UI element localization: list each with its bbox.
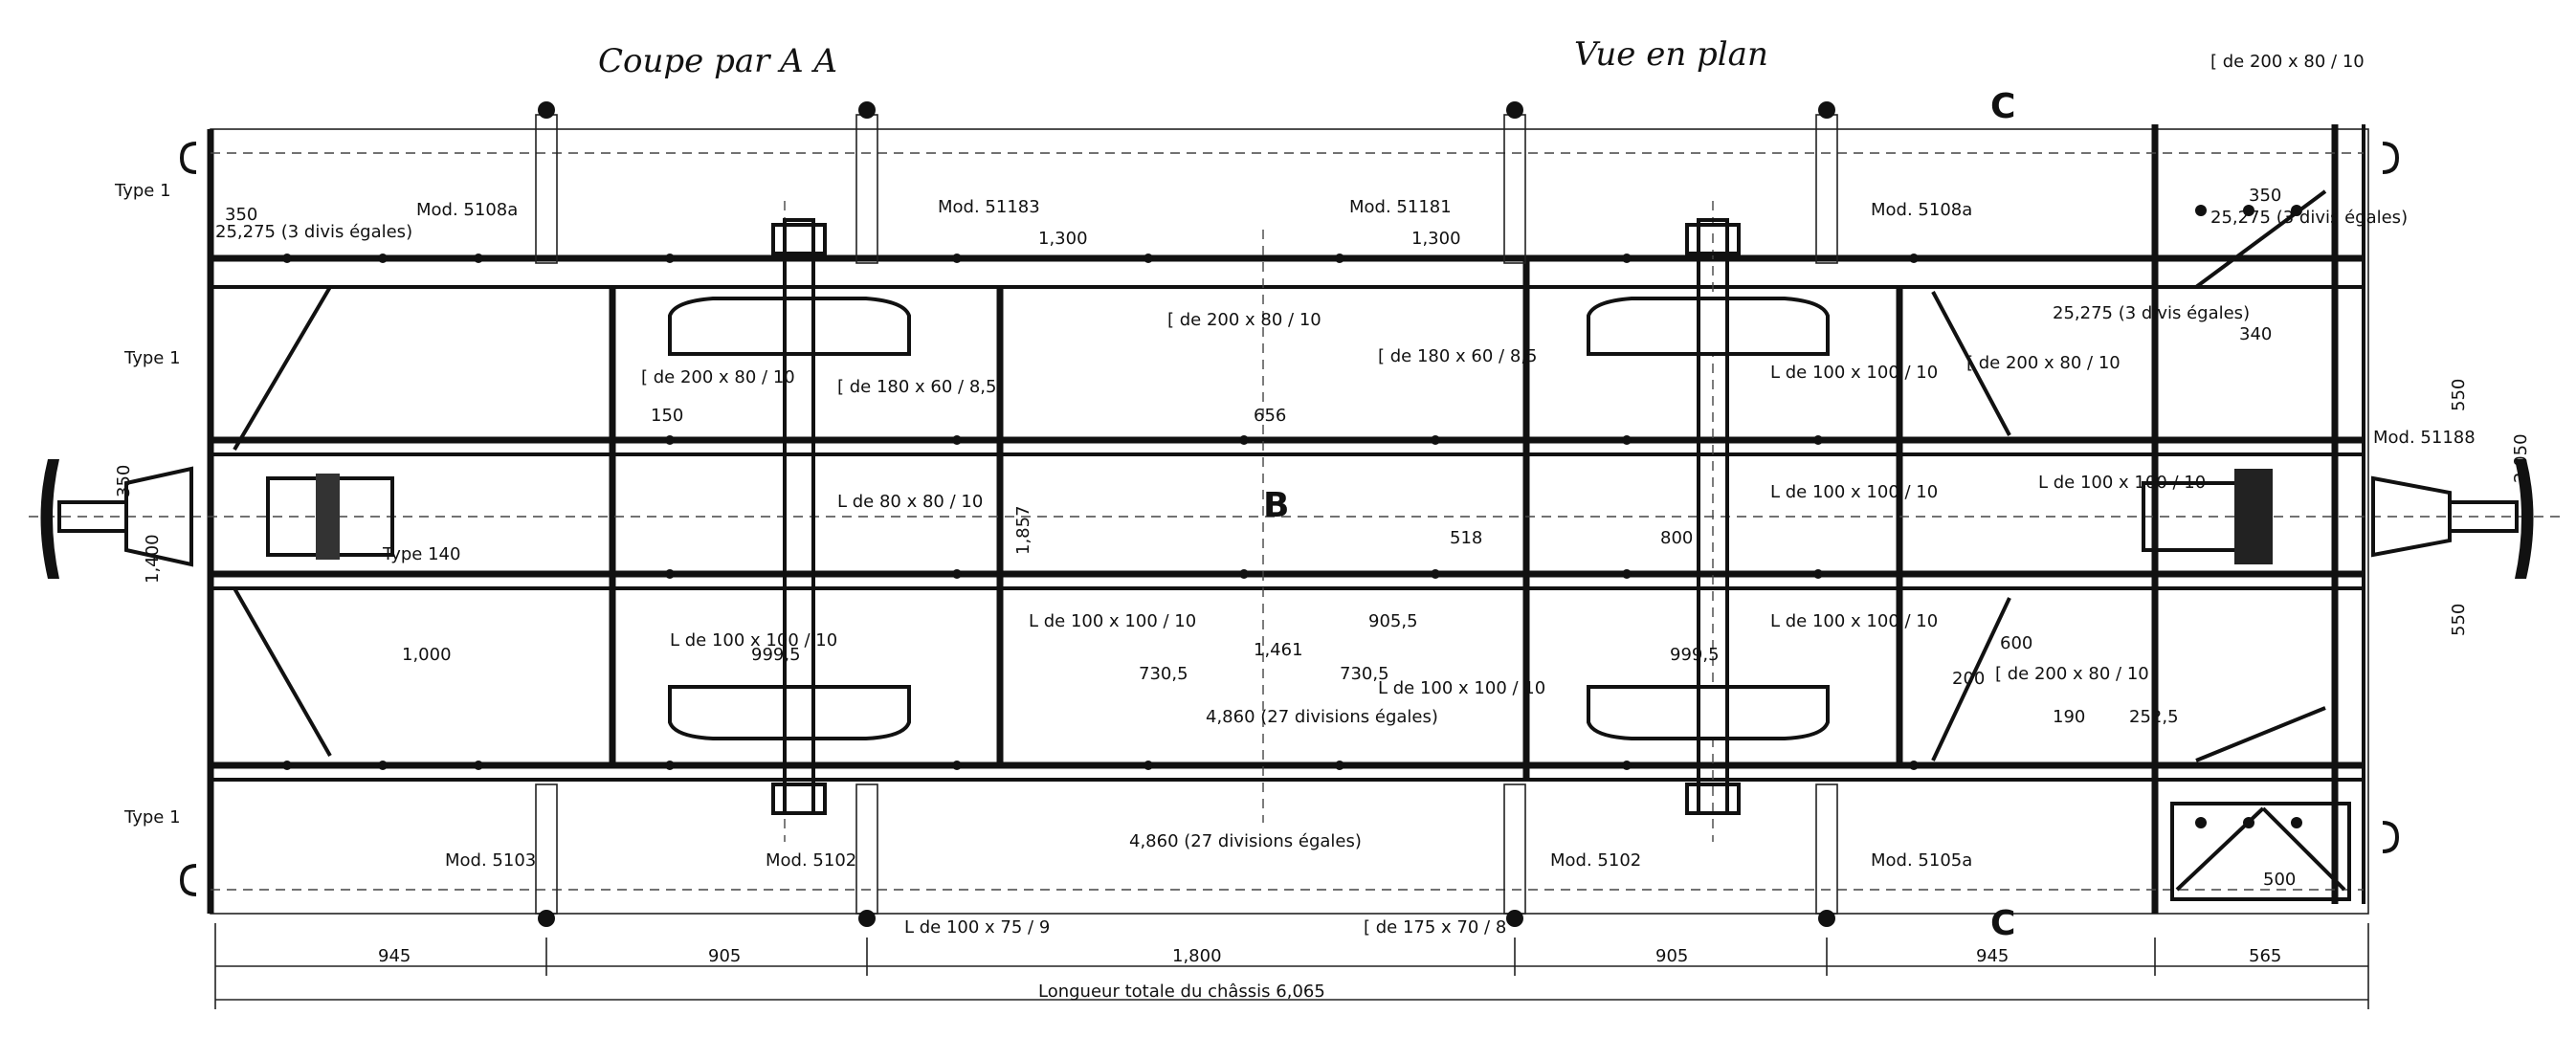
profile-label: L de 100 x 100 / 10 (1378, 678, 1545, 698)
hook-icons (179, 142, 2400, 896)
dimension: 4,860 (27 divisions égales) (1129, 831, 1362, 851)
model-label: Mod. 5102 (1550, 850, 1641, 871)
profile-label: [ de 200 x 80 / 10 (1167, 310, 1321, 330)
profile-label: [ de 175 x 70 / 8 (1364, 917, 1506, 938)
type-note: Type 140 (382, 544, 460, 564)
model-label: Mod. 51181 (1349, 197, 1452, 217)
profile-label: L de 100 x 100 / 10 (1029, 611, 1196, 631)
model-label: Mod. 5108a (1871, 200, 1972, 220)
dimension: 730,5 (1340, 664, 1389, 684)
wheelset-right (1587, 218, 1830, 815)
section-view-title: Coupe par A A (598, 42, 837, 80)
dimension: 1,400 (143, 534, 163, 584)
rivet-note: 25,275 (3 divis égales) (2053, 303, 2250, 323)
dimension: 1,857 (1013, 505, 1033, 555)
dimension: 252,5 (2129, 707, 2179, 727)
buffer-right (2142, 459, 2534, 579)
diagonal-bracing (233, 189, 2351, 901)
dimension: 999,5 (751, 645, 801, 665)
dimension: 550 (2449, 379, 2469, 411)
bottom-dimension: 1,800 (1172, 946, 1222, 966)
rivet-note: 25,275 (3 divis égales) (215, 222, 412, 242)
dimension: 1,461 (1254, 640, 1303, 660)
dimension: 1,300 (1038, 229, 1088, 249)
model-label: Mod. 51188 (2373, 428, 2476, 448)
dimension: 600 (2000, 633, 2032, 653)
bottom-dimension: 945 (378, 946, 411, 966)
dimension: 4,860 (27 divisions égales) (1206, 707, 1438, 727)
dimension: 1,000 (402, 645, 452, 665)
dimension: 730,5 (1139, 664, 1188, 684)
profile-label: L de 100 x 75 / 9 (904, 917, 1050, 938)
model-label: Mod. 5103 (445, 850, 536, 871)
type-note: Type 1 (123, 348, 181, 368)
dimension: 340 (2239, 324, 2272, 344)
profile-label: L de 100 x 100 / 10 (1770, 363, 1938, 383)
bottom-dimension: 945 (1976, 946, 2009, 966)
dimension: 800 (1660, 528, 1693, 548)
bottom-dimension: 565 (2249, 946, 2281, 966)
bottom-dimension-chain (214, 923, 2369, 1009)
wheelset-left (668, 218, 911, 815)
profile-label: L de 80 x 80 / 10 (837, 492, 983, 512)
plan-view-title: Vue en plan (1574, 35, 1768, 74)
type-note: Type 1 (114, 181, 171, 201)
profile-label: L de 100 x 100 / 10 (670, 630, 837, 651)
section-mark-b: B (1263, 486, 1289, 525)
dimension: 550 (2449, 604, 2469, 636)
dimension: 656 (1254, 406, 1286, 426)
dimension: 350 (2249, 186, 2281, 206)
dimension: 999,5 (1670, 645, 1720, 665)
model-label: Mod. 5102 (766, 850, 856, 871)
model-label: Mod. 51183 (938, 197, 1040, 217)
bottom-dimension: 905 (708, 946, 741, 966)
section-mark-c-top: C (1990, 87, 2015, 126)
dimension: 500 (2263, 870, 2296, 890)
profile-label: L de 100 x 100 / 10 (1770, 482, 1938, 502)
profile-label: L de 100 x 100 / 10 (2038, 473, 2206, 493)
section-mark-c-bottom: C (1990, 904, 2015, 943)
dimension: 150 (651, 406, 683, 426)
type-note: Type 1 (123, 807, 181, 827)
profile-label: [ de 200 x 80 / 10 (1995, 664, 2149, 684)
posts (535, 101, 1838, 927)
rivet-note: 25,275 (3 divis égales) (2210, 208, 2408, 228)
main-frame (207, 124, 2369, 915)
dimension: 2,050 (2511, 433, 2531, 483)
dimension: 350 (225, 205, 257, 225)
dimension: 350 (114, 465, 134, 497)
total-length-label: Longueur totale du châssis 6,065 (1038, 982, 1325, 1002)
profile-label: [ de 180 x 60 / 8,5 (1378, 346, 1537, 366)
profile-label: L de 100 x 100 / 10 (1770, 611, 1938, 631)
dimension: 200 (1952, 669, 1985, 689)
dimension: 905,5 (1368, 611, 1418, 631)
dimension: 190 (2053, 707, 2085, 727)
model-label: Mod. 5105a (1871, 850, 1972, 871)
profile-label: [ de 200 x 80 / 10 (1966, 353, 2121, 373)
rivet-rows (282, 205, 2302, 828)
profile-label: [ de 200 x 80 / 10 (641, 367, 795, 387)
buffer-left (40, 459, 394, 579)
profile-label: [ de 180 x 60 / 8,5 (837, 377, 996, 397)
dimension: 1,300 (1411, 229, 1461, 249)
model-label: Mod. 5108a (416, 200, 518, 220)
profile-label: [ de 200 x 80 / 10 (2210, 52, 2365, 72)
bottom-dimension: 905 (1655, 946, 1688, 966)
dimension: 518 (1450, 528, 1482, 548)
